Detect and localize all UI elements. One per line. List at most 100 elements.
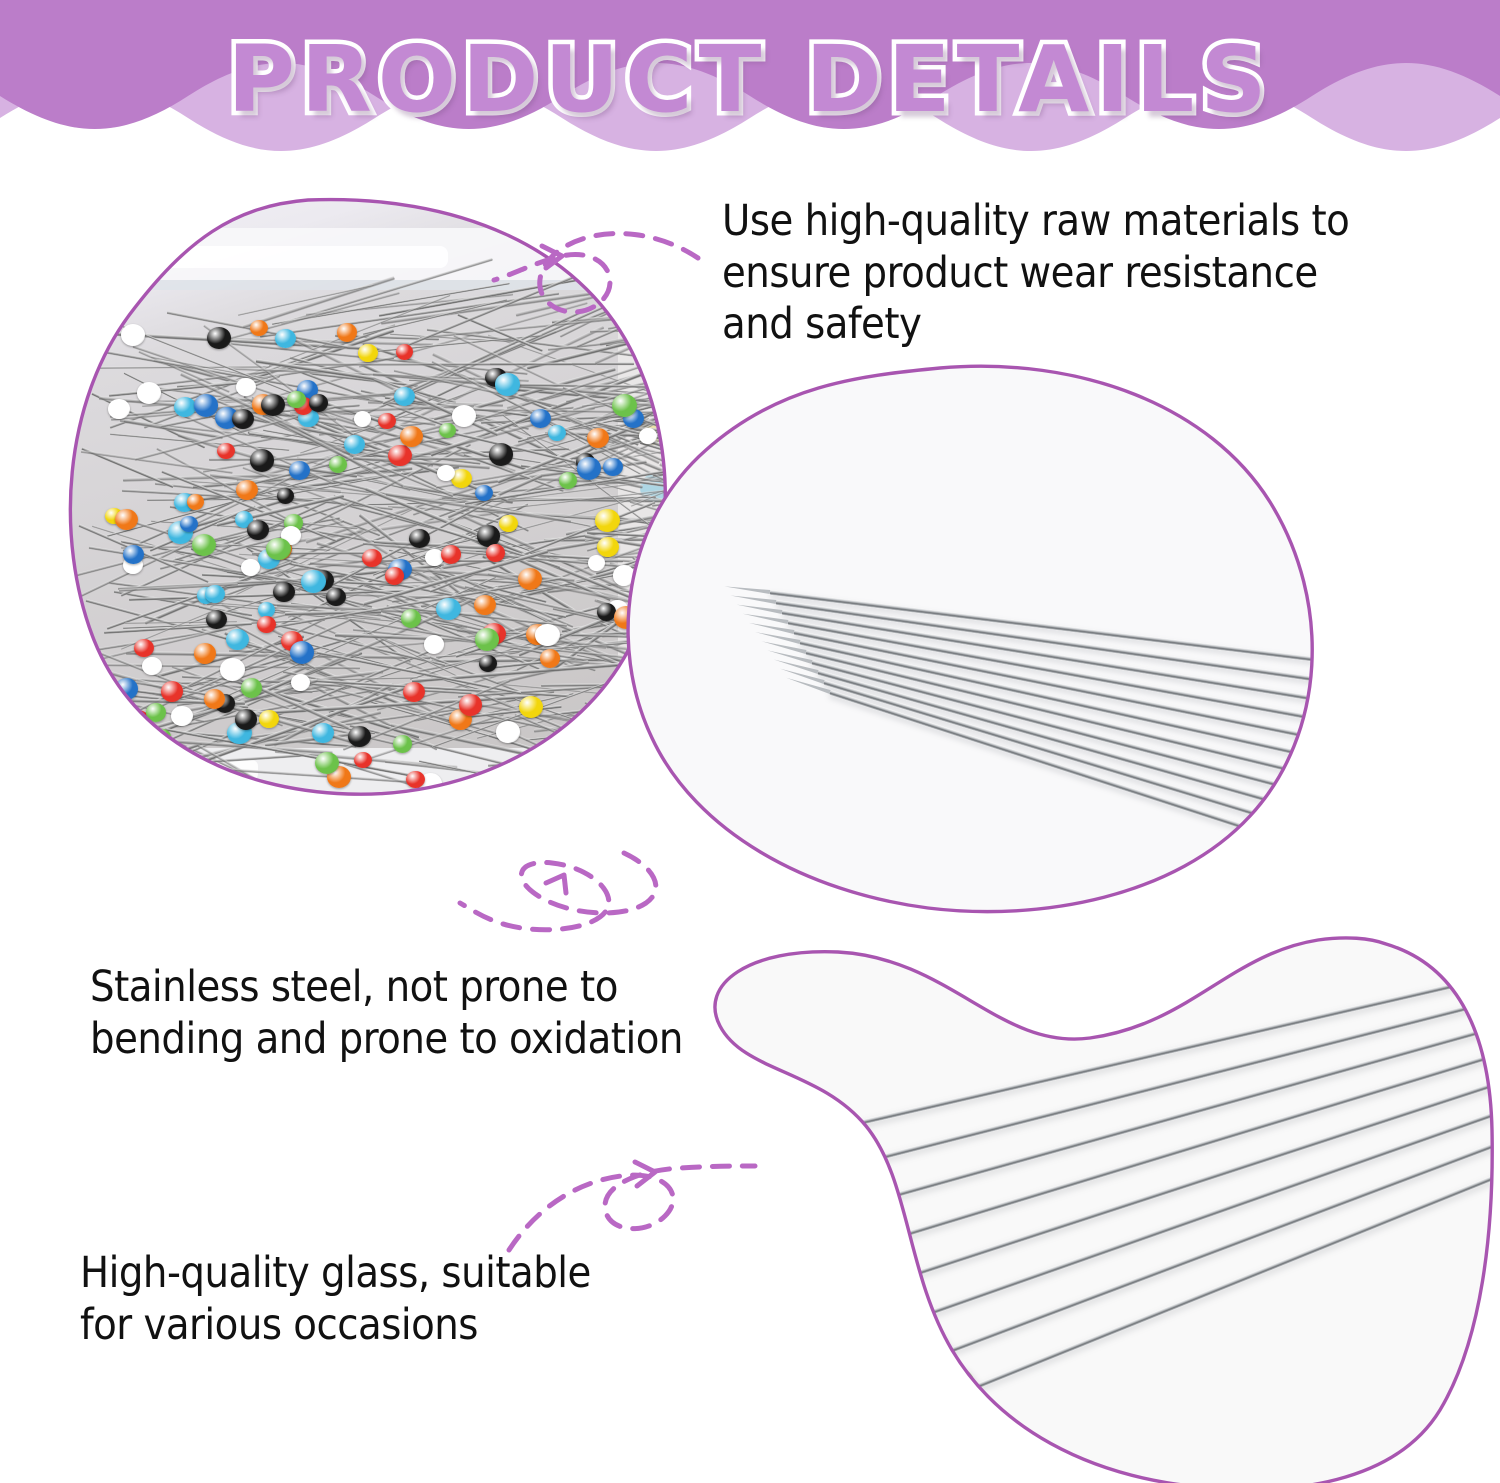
pin-head — [401, 609, 422, 628]
pin-head — [329, 456, 348, 473]
photo-needle-points — [610, 362, 1330, 922]
pin-head — [519, 696, 543, 718]
pin-head — [235, 709, 257, 730]
pin-head — [337, 323, 358, 342]
banner-wave-dark — [0, 0, 1500, 129]
pin-head — [559, 472, 577, 488]
pin-head — [275, 329, 296, 348]
pin-head — [236, 378, 256, 396]
pin-head — [134, 639, 154, 657]
pin-head — [187, 494, 205, 510]
pin-head — [587, 428, 609, 448]
pin-head — [475, 485, 493, 501]
pin-head — [241, 559, 260, 576]
pin-head — [348, 726, 371, 747]
feature-text-glass: High-quality glass, suitable for various… — [80, 1248, 591, 1350]
dashed-connector-steel — [440, 845, 740, 975]
banner-waves — [0, 0, 1500, 151]
pin-head — [123, 545, 143, 564]
pin-head — [477, 525, 500, 547]
pin-head — [194, 643, 217, 664]
pin-head — [207, 327, 231, 349]
pin-head — [495, 373, 519, 395]
photo-needle-points-frame — [628, 366, 1313, 912]
pin-head — [441, 545, 461, 564]
pin-head — [247, 520, 268, 540]
pin-head — [171, 706, 193, 727]
pin-head — [194, 394, 219, 417]
pin-head — [530, 409, 551, 428]
pin-head — [261, 394, 285, 416]
photo-pins-in-box-outline — [68, 197, 668, 796]
pin-head — [250, 449, 274, 471]
pin-head — [437, 465, 455, 481]
pin-head — [577, 457, 602, 480]
pin-head — [301, 570, 326, 593]
pin-head — [396, 344, 413, 360]
pin-head — [424, 635, 445, 654]
pin-head — [403, 682, 425, 702]
pin-head — [289, 461, 310, 480]
photo-glass-head-pins — [670, 930, 1500, 1483]
pin-head — [548, 425, 565, 441]
pin-head — [326, 588, 346, 606]
pin-head — [489, 443, 514, 466]
pin-head — [613, 565, 635, 586]
dashed-arrow-3 — [506, 1159, 758, 1253]
pin-head — [277, 488, 294, 504]
pin-head — [241, 678, 262, 697]
photo-needle-points-content — [628, 366, 1313, 912]
pin-head — [146, 703, 166, 721]
feature-text-steel: Stainless steel, not prone to bending an… — [90, 962, 683, 1064]
pin-head — [362, 549, 382, 567]
pin-head — [250, 320, 268, 336]
pin-head — [273, 582, 294, 602]
dashed-arrow-1 — [491, 231, 701, 315]
pin-head — [108, 399, 130, 419]
pin-head — [354, 752, 372, 769]
pin-head — [290, 641, 315, 664]
pin-head — [291, 674, 310, 691]
pin-head — [236, 480, 258, 500]
pin-head — [400, 426, 423, 447]
pin-head — [406, 771, 425, 788]
pin-head — [378, 413, 395, 429]
pin-head — [358, 344, 379, 363]
pin-head — [394, 387, 415, 406]
pin-head — [121, 324, 145, 346]
pin-head — [597, 603, 616, 620]
pin-head — [479, 655, 497, 672]
pin-head — [518, 568, 542, 590]
pin-head — [232, 409, 254, 429]
pin-head — [588, 555, 605, 571]
pin-head — [425, 549, 444, 566]
pin-head — [474, 595, 496, 615]
pin-head — [217, 443, 235, 459]
pin-head — [409, 529, 430, 548]
pin-head — [499, 515, 518, 532]
dashed-arrow-2 — [457, 850, 659, 933]
pin-head — [354, 411, 371, 427]
feature-text-materials: Use high-quality raw materials to ensure… — [722, 196, 1350, 350]
pin-head — [486, 544, 505, 562]
pin-head — [309, 394, 328, 412]
pin-head — [451, 469, 472, 488]
pin-head — [115, 509, 139, 531]
pin-head — [205, 585, 225, 603]
pin-head — [603, 458, 623, 476]
pin-head — [388, 445, 412, 467]
pin-head — [393, 735, 413, 753]
pin-head — [142, 657, 162, 675]
header-banner: PRODUCT DETAILS — [0, 0, 1500, 170]
dashed-connector-materials — [470, 200, 730, 350]
pin-head — [535, 624, 560, 647]
pin-head — [192, 534, 216, 556]
pin-head — [137, 382, 161, 404]
pin-head — [206, 610, 227, 629]
pin-head — [287, 391, 306, 408]
pin-head — [452, 405, 476, 427]
pin-head — [436, 598, 461, 621]
pin-head — [385, 567, 405, 585]
pin-head — [344, 435, 365, 455]
pin-head — [220, 658, 245, 681]
